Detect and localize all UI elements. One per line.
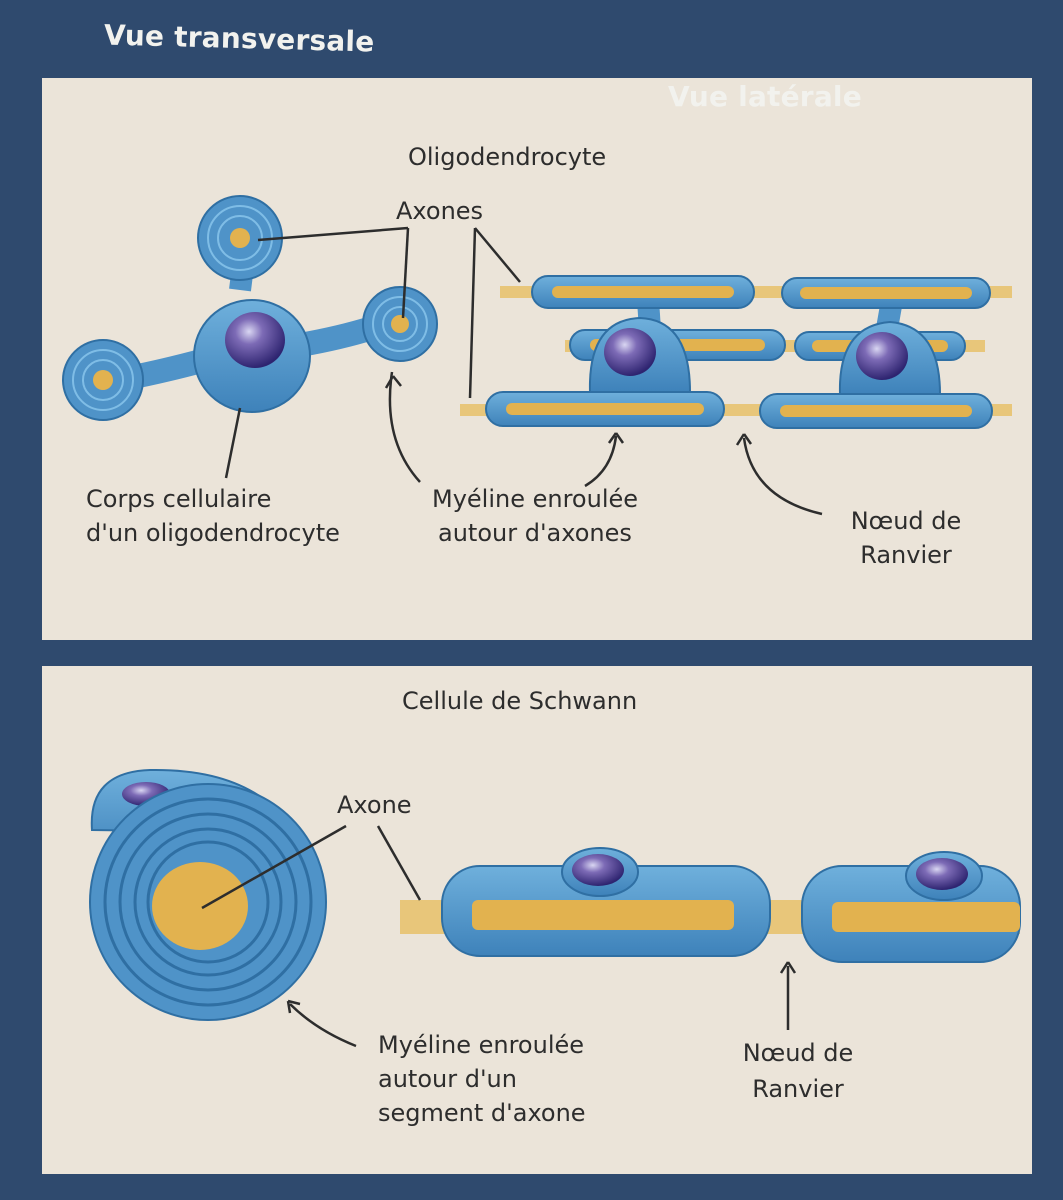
oligodendrocyte-title: Oligodendrocyte (408, 143, 607, 171)
axon-segment (800, 287, 972, 299)
schwann-cell-lateral-view (400, 847, 1021, 963)
right-myelinated-axon-cross-section (362, 286, 438, 362)
schwann-cell-title: Cellule de Schwann (402, 687, 638, 715)
myelin-label-line1: Myéline enroulée (432, 485, 639, 513)
pointer-axones-to-lateral-row-3 (468, 227, 477, 399)
pointer-axones-to-lateral-row-1 (474, 227, 521, 283)
left-myelinated-axon-cross-section (62, 339, 144, 421)
top-panel-pointer-lines (224, 226, 823, 516)
node-of-ranvier-label-line2: Ranvier (860, 541, 952, 569)
axone-label: Axone (337, 791, 412, 819)
pointer-cell-body (224, 407, 242, 479)
schwann-node-label-line2: Ranvier (752, 1075, 844, 1103)
schwann-myelin-label-line1: Myéline enroulée (378, 1031, 585, 1059)
arrowhead (735, 433, 753, 446)
cell-body-label-line1: Corps cellulaire (86, 485, 272, 513)
oligodendrocyte-nucleus (225, 312, 285, 368)
nucleus-lateral-2 (856, 332, 908, 380)
pointer-axones-to-right-axon (401, 227, 410, 319)
schwann-myelin-label-line2: autour d'un (378, 1065, 517, 1093)
arrowhead (286, 999, 301, 1014)
process-to-right-axon (297, 316, 376, 357)
myelin-label-line2: autour d'axones (438, 519, 632, 547)
node-of-ranvier-label-line1: Nœud de (850, 507, 962, 535)
schwann-cell-cross-section (89, 768, 327, 1021)
axon-segment (780, 405, 972, 417)
pointer-myelin-schwann (289, 1003, 357, 1048)
arrowhead (384, 375, 402, 389)
pointer-node-of-ranvier-top (742, 437, 823, 516)
axon-segment (552, 286, 734, 298)
schwann-nucleus-lateral-2 (916, 858, 968, 890)
pointer-myelin-transversal (388, 371, 421, 483)
header-lateral-view: Vue latérale (668, 80, 862, 113)
schwann-node-label-line1: Nœud de (742, 1039, 854, 1067)
axon-segment (506, 403, 704, 415)
schwann-myelin-label-line3: segment d'axone (378, 1099, 586, 1127)
pointer-axones-to-top-axon (257, 226, 409, 242)
axon-segment (832, 902, 1020, 932)
axones-label: Axones (396, 197, 484, 225)
oligodendrocyte-lateral-view (460, 275, 1012, 429)
pointer-axone-to-cross-section (201, 824, 347, 910)
pointer-myelin-lateral (584, 435, 618, 488)
oligodendrocyte-cross-section (62, 195, 438, 421)
pointer-axone-to-lateral (376, 825, 422, 901)
bottom-panel-pointer-lines (201, 824, 797, 1048)
axon-segment (472, 900, 734, 930)
schwann-nucleus-lateral-1 (572, 854, 624, 886)
arrowhead (607, 432, 625, 444)
axon-cross-section (152, 862, 248, 950)
nucleus-lateral-1 (604, 328, 656, 376)
arrowhead (779, 961, 797, 974)
cell-body-label-line2: d'un oligodendrocyte (86, 519, 340, 547)
